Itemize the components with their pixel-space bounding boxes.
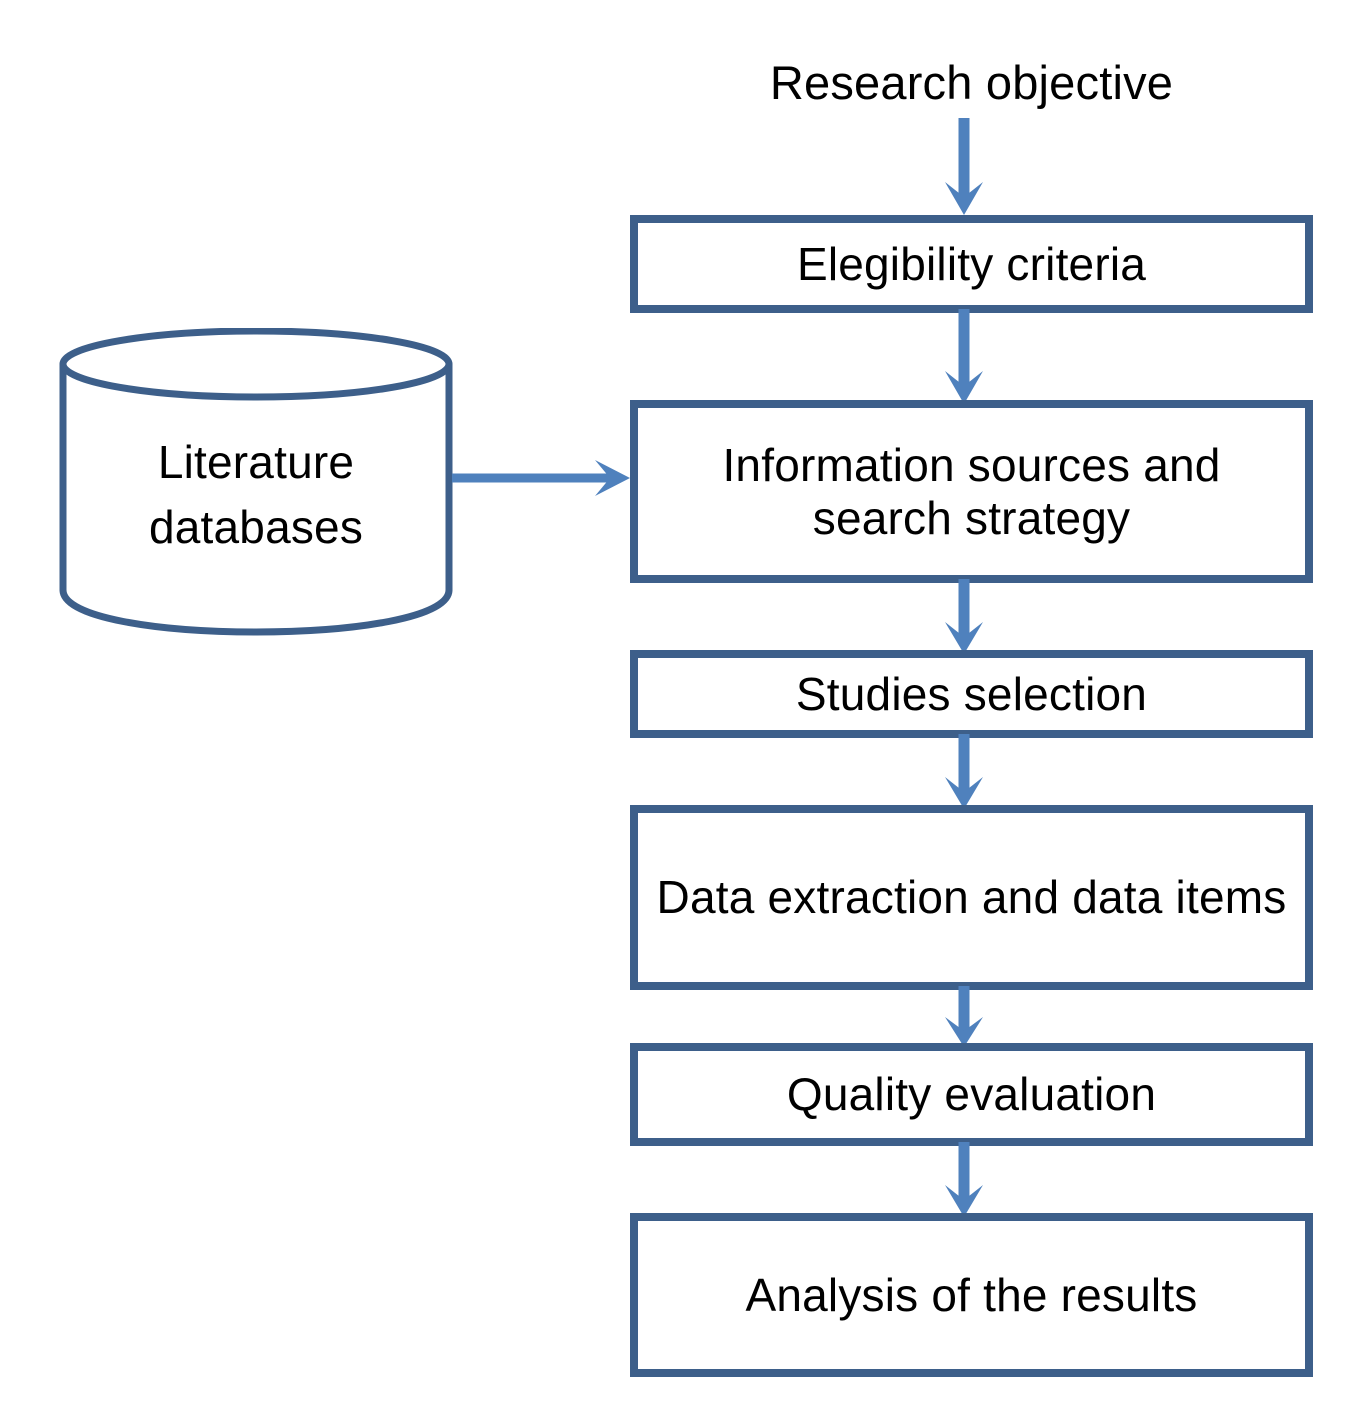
node-eligibility-criteria-label: Elegibility criteria (796, 237, 1147, 290)
node-analysis-of-results[interactable]: Analysis of the results (630, 1213, 1313, 1377)
node-quality-evaluation[interactable]: Quality evaluation (630, 1043, 1313, 1146)
arrow-studies-to-extraction (941, 734, 987, 811)
node-data-extraction[interactable]: Data extraction and data items (630, 805, 1313, 990)
node-research-objective: Research objective (769, 56, 1174, 109)
db-label-line-2: databases (148, 501, 364, 554)
arrow-databases-to-information (452, 455, 638, 501)
node-studies-selection-label: Studies selection (795, 667, 1148, 720)
node-quality-evaluation-label: Quality evaluation (786, 1068, 1157, 1121)
arrow-quality-to-analysis (941, 1142, 987, 1219)
node-literature-databases[interactable] (58, 328, 454, 658)
node-information-sources[interactable]: Information sources and search strategy (630, 400, 1313, 583)
node-literature-databases-label: Literature databases (58, 430, 454, 561)
arrow-information-to-studies (941, 579, 987, 656)
node-data-extraction-label: Data extraction and data items (656, 871, 1287, 924)
arrow-extraction-to-quality (941, 986, 987, 1049)
arrow-objective-to-eligibility (941, 118, 987, 218)
db-label-line-1: Literature (157, 436, 355, 488)
node-eligibility-criteria[interactable]: Elegibility criteria (630, 215, 1313, 313)
arrow-eligibility-to-information (941, 309, 987, 406)
node-analysis-of-results-label: Analysis of the results (745, 1268, 1198, 1321)
node-studies-selection[interactable]: Studies selection (630, 650, 1313, 738)
node-information-sources-label: Information sources and search strategy (722, 439, 1221, 544)
